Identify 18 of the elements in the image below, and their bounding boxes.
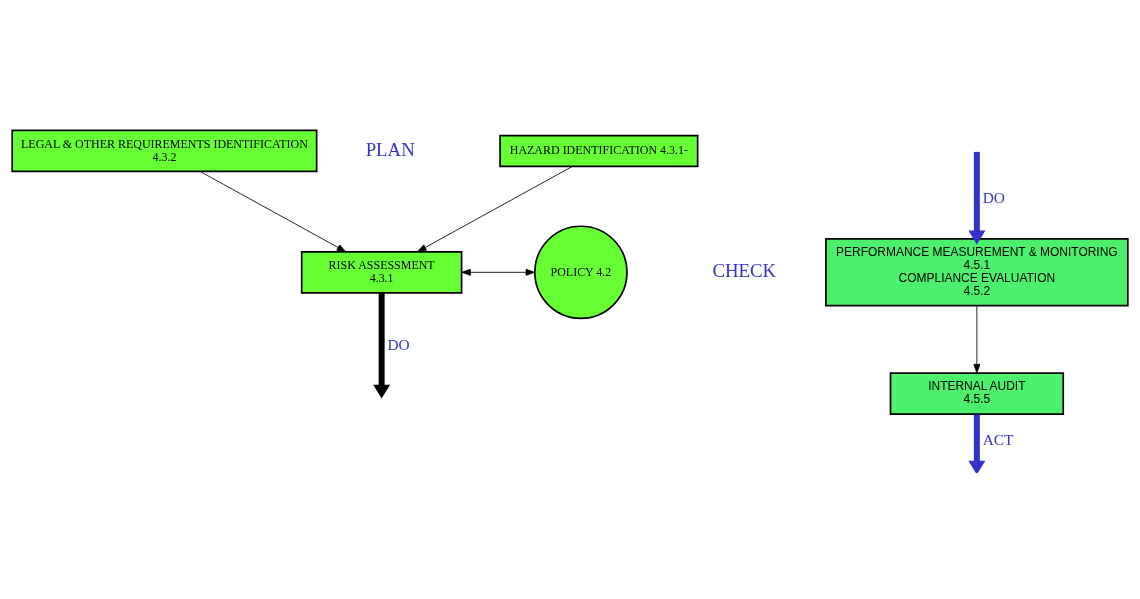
node-circle: POLICY 4.2 bbox=[534, 224, 628, 319]
node-box: LEGAL & OTHER REQUIREMENTS IDENTIFICATION 4.3.2 bbox=[11, 129, 318, 172]
arrow bbox=[373, 292, 391, 399]
arrow bbox=[968, 151, 986, 244]
label: CHECK bbox=[712, 259, 777, 281]
edge-label: DO bbox=[387, 335, 410, 353]
arrow bbox=[199, 170, 347, 252]
node-box: HAZARD IDENTIFICATION 4.3.1- bbox=[499, 134, 699, 167]
arrow bbox=[461, 268, 536, 276]
arrow bbox=[417, 165, 573, 252]
node-box: PERFORMANCE MEASUREMENT & MONITORING 4.5.1 COMPLIANCE EVALUATION 4.5.2 bbox=[825, 237, 1129, 307]
edge-label: ACT bbox=[982, 430, 1014, 448]
node-box: INTERNAL AUDIT 4.5.5 bbox=[889, 371, 1065, 415]
node-box: RISK ASSESSMENT 4.3.1 bbox=[300, 250, 463, 294]
edge-label: DO bbox=[982, 188, 1005, 206]
arrow bbox=[973, 304, 981, 373]
label: PLAN bbox=[365, 138, 415, 160]
arrow bbox=[968, 414, 986, 473]
